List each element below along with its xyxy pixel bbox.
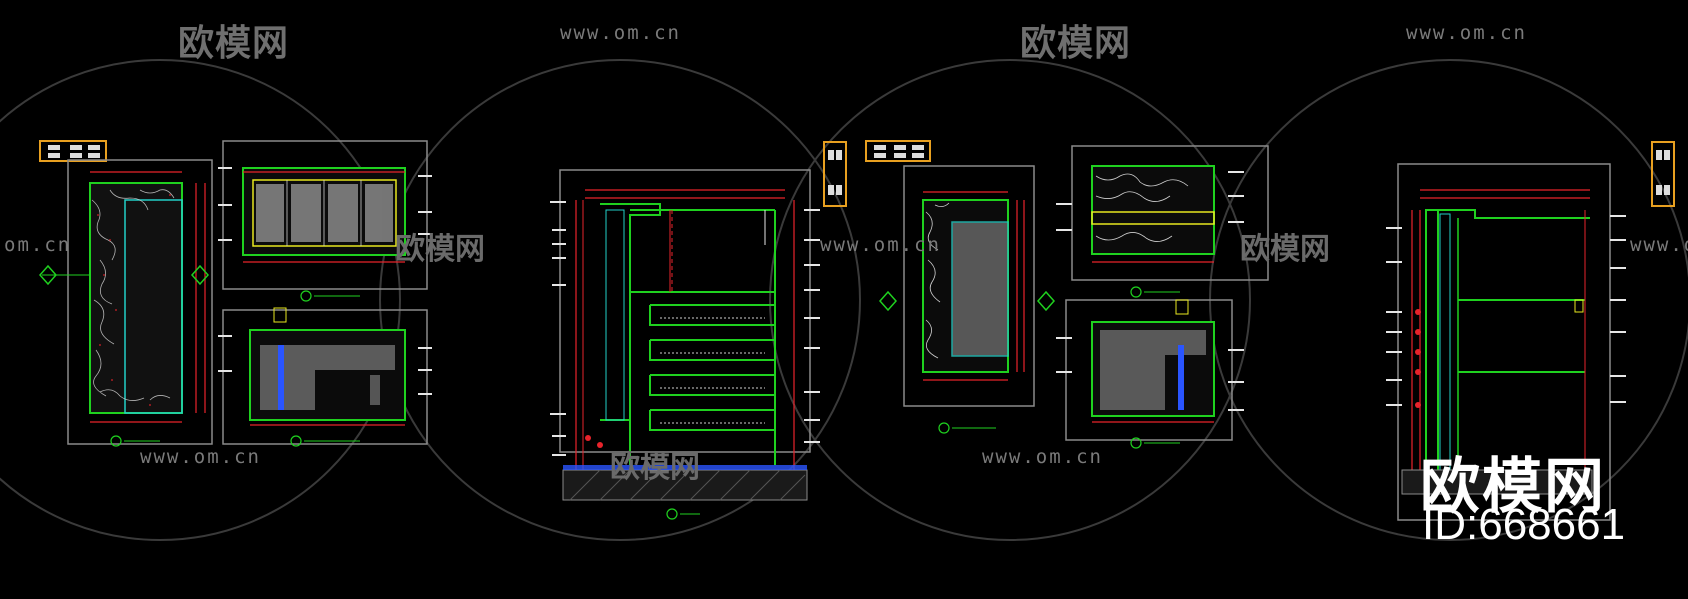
drawer-shelves — [649, 304, 776, 431]
panel-3-section — [550, 141, 847, 520]
callout-tags-3 — [550, 201, 820, 456]
watermark-url-3: www.om.cn — [820, 234, 941, 256]
section-marker-2 — [190, 264, 210, 286]
title-block-2 — [823, 141, 847, 207]
section-marker-4 — [1036, 290, 1056, 312]
marble-dots-1 — [97, 194, 171, 406]
title-block-1 — [39, 140, 107, 162]
section-marker-3 — [878, 290, 898, 312]
panel-4-floor-plan — [865, 140, 1056, 434]
brand-logo: 欧模网 — [1420, 452, 1606, 522]
watermark-url-partial-2: www.om.cn — [1630, 234, 1688, 256]
watermark-url-1: www.om.cn — [560, 22, 681, 44]
brand-id: ID:668661 — [1422, 500, 1626, 549]
watermark-url-4: www.om.cn — [140, 446, 261, 468]
panel-1-floor-plan — [38, 140, 213, 447]
watermark-logo-4: 欧模网 — [1240, 232, 1330, 267]
watermark-url-2: www.om.cn — [1406, 22, 1527, 44]
title-block-3 — [865, 140, 931, 162]
panel-6-section — [1386, 141, 1675, 521]
section-marker-1 — [38, 264, 58, 286]
title-block-4 — [1651, 141, 1675, 207]
watermark-logo-5: 欧模网 — [610, 450, 700, 485]
watermark-url-partial-1: om.cn — [4, 234, 72, 256]
marble-texture-1 — [91, 189, 175, 401]
watermark-logo-2: 欧模网 — [1020, 23, 1132, 64]
ceiling-panels — [286, 180, 362, 246]
lights-6 — [1415, 309, 1421, 408]
callout-tags-2 — [218, 167, 432, 395]
watermark-url-5: www.om.cn — [982, 446, 1103, 468]
watermark-logo-1: 欧模网 — [178, 23, 290, 64]
panel-2-ceiling-and-plan — [218, 140, 432, 447]
watermark-logo-3: 欧模网 — [395, 232, 485, 267]
panel-5-ceiling-and-plan — [1056, 145, 1269, 449]
